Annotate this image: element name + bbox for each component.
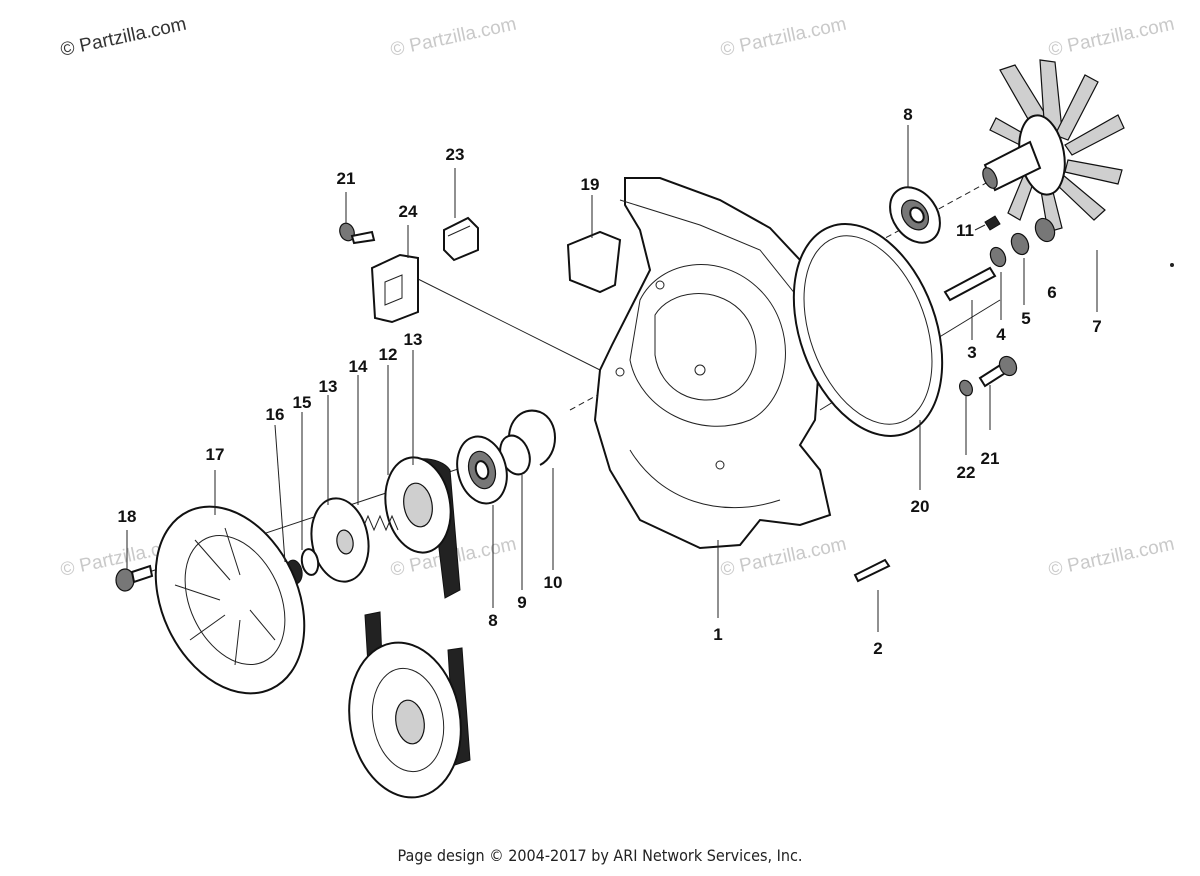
footer-copyright: Page design © 2004-2017 by ARI Network S… bbox=[397, 846, 803, 865]
housing-part-1 bbox=[593, 177, 832, 550]
cover-part-17 bbox=[154, 505, 306, 695]
cover-plate-part-19 bbox=[566, 230, 622, 294]
callout-14: 14 bbox=[349, 357, 368, 376]
fan-part-7 bbox=[982, 59, 1125, 233]
bolt-part-21-right bbox=[978, 355, 1018, 388]
callout-17: 17 bbox=[206, 445, 225, 464]
callout-4: 4 bbox=[996, 325, 1006, 344]
nut-part-6 bbox=[1034, 217, 1056, 243]
leader-lines bbox=[126, 125, 1098, 632]
callout-22: 22 bbox=[957, 463, 976, 482]
callout-2: 2 bbox=[873, 639, 882, 658]
watermarks: © Partzilla.com © Partzilla.com © Partzi… bbox=[59, 14, 1177, 581]
bearing-part-8-bottom bbox=[456, 435, 508, 505]
key-part-11 bbox=[984, 215, 1001, 231]
pin-part-2 bbox=[853, 558, 891, 583]
gasket-part-20 bbox=[792, 223, 944, 437]
watermark-top-2: © Partzilla.com bbox=[719, 14, 849, 61]
stud-part-3 bbox=[943, 266, 997, 302]
callout-11: 11 bbox=[956, 221, 974, 240]
callout-9: 9 bbox=[517, 593, 526, 612]
callout-7: 7 bbox=[1092, 317, 1101, 336]
lower-pulley bbox=[348, 611, 471, 799]
watermark-mid-4: © Partzilla.com bbox=[1047, 534, 1177, 581]
washer-part-5 bbox=[1010, 232, 1030, 256]
callout-10: 10 bbox=[544, 573, 563, 592]
pulley-part-12 bbox=[384, 456, 461, 599]
callout-21-left: 21 bbox=[337, 169, 356, 188]
watermark-top-3: © Partzilla.com bbox=[1047, 14, 1177, 61]
washer-part-4 bbox=[989, 246, 1007, 268]
stray-dot bbox=[1170, 263, 1174, 267]
watermark-main: © Partzilla.com bbox=[59, 14, 189, 61]
callout-24: 24 bbox=[399, 202, 418, 221]
callout-12: 12 bbox=[379, 345, 398, 364]
screw-part-18 bbox=[115, 564, 154, 592]
washer-part-22 bbox=[958, 379, 974, 397]
callout-21-right: 21 bbox=[981, 449, 1000, 468]
callout-1: 1 bbox=[713, 625, 722, 644]
spring-part-14 bbox=[361, 514, 399, 532]
callout-6: 6 bbox=[1047, 283, 1056, 302]
callout-19: 19 bbox=[581, 175, 600, 194]
callout-23: 23 bbox=[446, 145, 465, 164]
switch-part-23 bbox=[443, 216, 479, 262]
callout-8-top: 8 bbox=[903, 105, 912, 124]
callout-20: 20 bbox=[911, 497, 930, 516]
watermark-top-1: © Partzilla.com bbox=[389, 14, 519, 61]
callouts: 1 2 3 4 5 6 7 8 8 9 10 11 12 13 13 14 15… bbox=[118, 105, 1102, 658]
callout-3: 3 bbox=[967, 343, 976, 362]
callout-18: 18 bbox=[118, 507, 137, 526]
callout-5: 5 bbox=[1021, 309, 1030, 328]
callout-13-left: 13 bbox=[319, 377, 338, 396]
washer-part-15 bbox=[300, 548, 320, 576]
bolt-part-21-left bbox=[339, 222, 376, 245]
callout-16: 16 bbox=[266, 405, 285, 424]
bearing-part-8-top bbox=[889, 186, 941, 244]
bracket-part-24 bbox=[370, 253, 419, 324]
callout-15: 15 bbox=[293, 393, 312, 412]
callout-8-bottom: 8 bbox=[488, 611, 497, 630]
callout-13-right: 13 bbox=[404, 330, 423, 349]
sheave-part-13 bbox=[310, 497, 370, 583]
